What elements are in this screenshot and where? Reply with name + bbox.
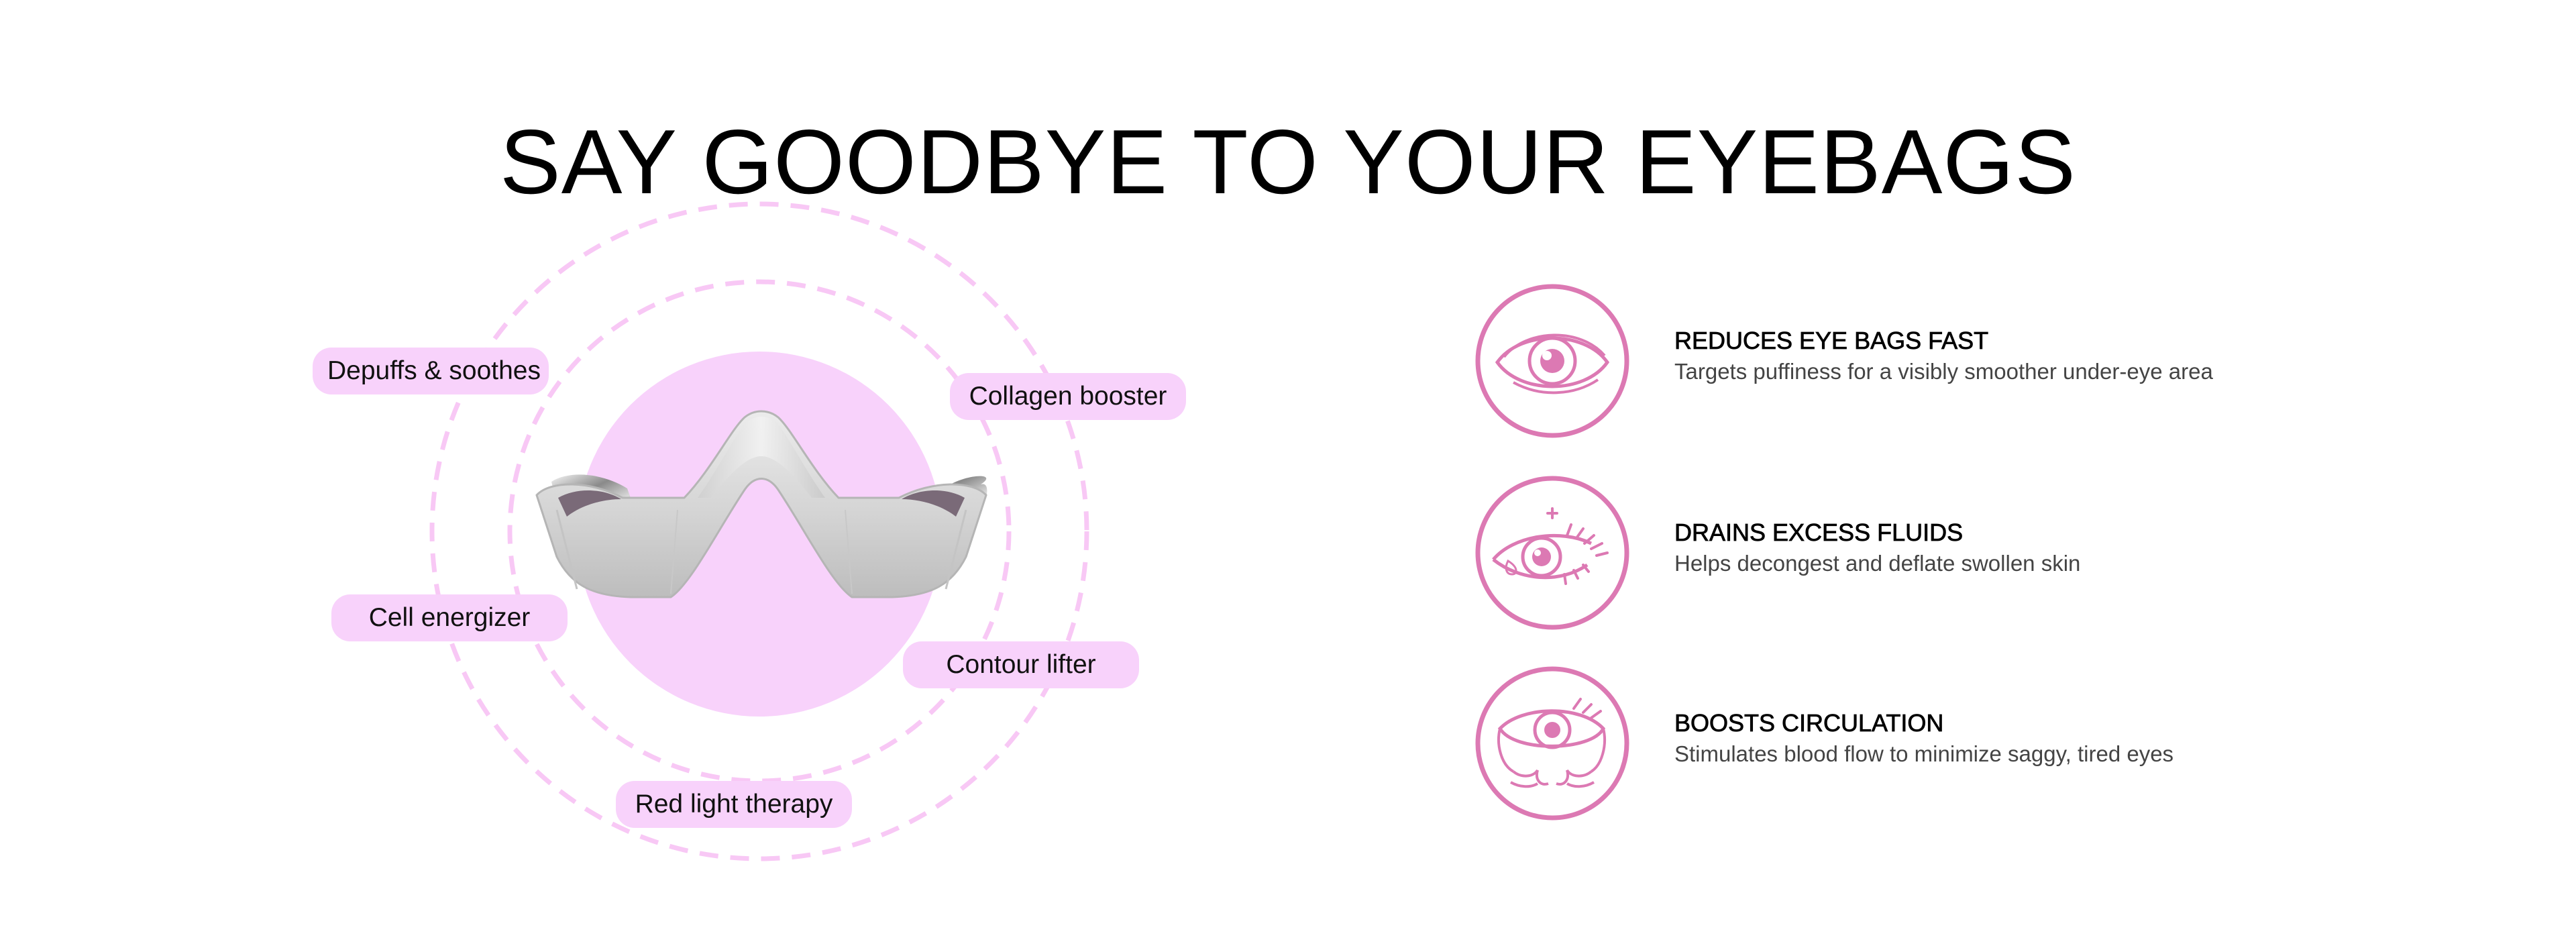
outer-dashed-ring — [429, 201, 1089, 861]
benefit-item: BOOSTS CIRCULATION Stimulates blood flow… — [1473, 664, 2479, 825]
eye-massager-device — [535, 410, 987, 598]
tag-contour-lifter: Contour lifter — [903, 641, 1139, 688]
tired-eye-icon — [1475, 666, 1629, 821]
inner-dashed-ring — [507, 279, 1012, 784]
tag-depuffs-soothes: Depuffs & soothes — [313, 348, 549, 394]
page-title: SAY GOODBYE TO YOUR EYEBAGS — [500, 111, 2076, 213]
benefit-item: DRAINS EXCESS FLUIDS Helps decongest and… — [1473, 474, 2479, 635]
tag-red-light-therapy: Red light therapy — [616, 781, 852, 828]
benefit-title: DRAINS EXCESS FLUIDS — [1674, 519, 1964, 547]
tag-cell-energizer: Cell energizer — [331, 594, 568, 641]
eyelash-drops-icon — [1475, 476, 1629, 630]
benefit-item: REDUCES EYE BAGS FAST Targets puffiness … — [1473, 282, 2479, 443]
eye-icon — [1475, 284, 1629, 438]
benefit-description: Helps decongest and deflate swollen skin — [1674, 551, 2081, 576]
center-circle — [577, 352, 942, 717]
benefit-description: Stimulates blood flow to minimize saggy,… — [1674, 741, 2174, 766]
benefit-text: DRAINS EXCESS FLUIDS Helps decongest and… — [1674, 518, 2479, 578]
tag-collagen-booster: Collagen booster — [950, 373, 1186, 420]
benefit-text: BOOSTS CIRCULATION Stimulates blood flow… — [1674, 708, 2479, 769]
benefit-title: BOOSTS CIRCULATION — [1674, 709, 1944, 737]
benefit-description: Targets puffiness for a visibly smoother… — [1674, 359, 2213, 384]
benefit-text: REDUCES EYE BAGS FAST Targets puffiness … — [1674, 326, 2479, 386]
benefit-title: REDUCES EYE BAGS FAST — [1674, 327, 1989, 355]
